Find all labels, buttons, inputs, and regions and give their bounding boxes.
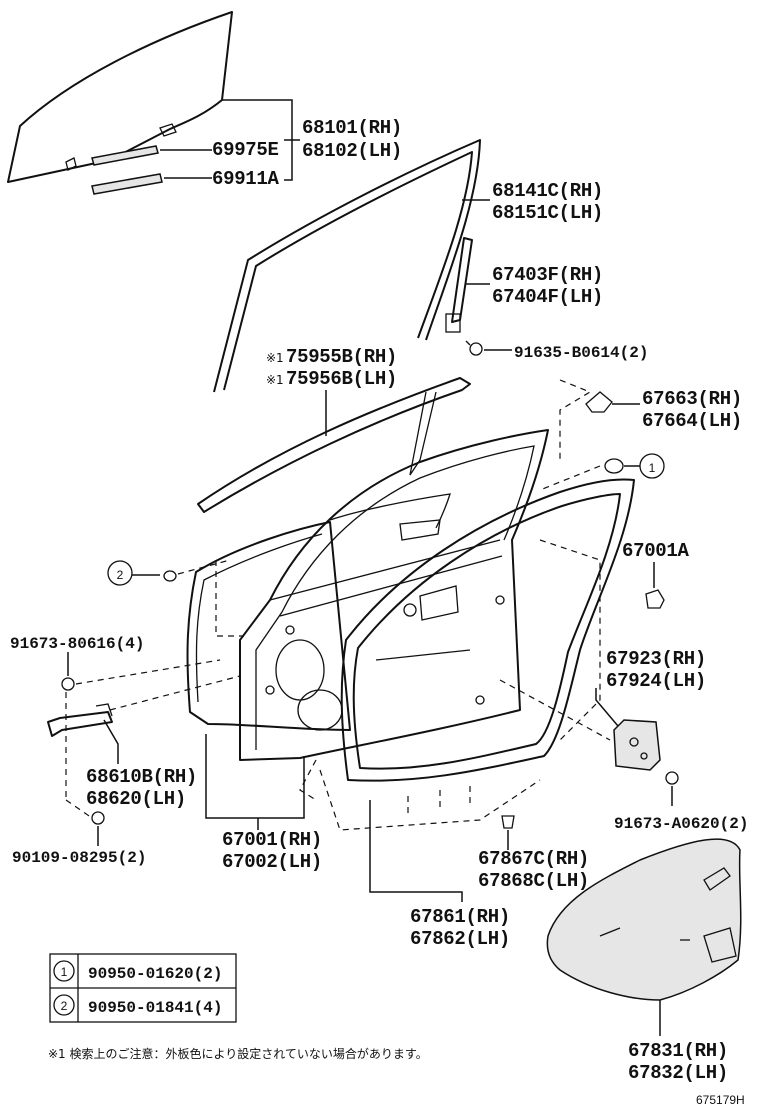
glass-run	[213, 139, 481, 393]
label-67664: 67664(LH)	[642, 410, 742, 432]
label-68620: 68620(LH)	[86, 788, 186, 810]
label-67001: 67001(RH)	[222, 829, 322, 851]
legend-mark-1: 1	[61, 965, 68, 979]
callout-2: 2	[107, 560, 133, 586]
bolt-90109	[91, 811, 105, 825]
legend-row-1: 1 90950-01620(2)	[53, 960, 222, 983]
illustration-code: 675179H	[696, 1093, 745, 1107]
label-67924: 67924(LH)	[606, 670, 706, 692]
mark-1-a: ※1	[266, 351, 284, 365]
label-75955B: 75955B(RH)	[286, 346, 397, 368]
label-67867C: 67867C(RH)	[478, 848, 589, 870]
callout-1-number: 1	[649, 461, 656, 475]
label-67002: 67002(LH)	[222, 851, 322, 873]
label-67663: 67663(RH)	[642, 388, 742, 410]
mark-1-b: ※1	[266, 373, 284, 387]
label-67403F: 67403F(RH)	[492, 264, 603, 286]
label-91673-80616: 91673-80616(4)	[10, 635, 144, 653]
footnote: ※1 検索上のご注意：外板色により設定されていない場合があります。	[48, 1046, 428, 1061]
label-90109: 90109-08295(2)	[12, 849, 146, 867]
label-67862: 67862(LH)	[410, 928, 510, 950]
door-lock	[613, 719, 661, 771]
door-outer-panel	[186, 521, 351, 731]
screw-91673-A0620	[665, 771, 679, 785]
door-inner-frame	[239, 429, 549, 761]
label-67404F: 67404F(LH)	[492, 286, 603, 308]
label-68141C: 68141C(RH)	[492, 180, 603, 202]
screw-91635	[465, 340, 483, 356]
label-68151C: 68151C(LH)	[492, 202, 603, 224]
belt-molding	[197, 377, 471, 513]
label-69911A: 69911A	[212, 168, 280, 190]
label-91635: 91635-B0614(2)	[514, 344, 648, 362]
grommet-2	[163, 570, 177, 582]
division-bar	[445, 237, 473, 333]
glass-channel-lower	[91, 173, 163, 195]
label-67923: 67923(RH)	[606, 648, 706, 670]
label-68101: 68101(RH)	[302, 117, 402, 139]
label-69975E: 69975E	[212, 139, 279, 161]
label-68102: 68102(LH)	[302, 140, 402, 162]
door-check	[47, 703, 113, 737]
legend-part-2: 90950-01841(4)	[88, 999, 222, 1017]
legend-row-2: 2 90950-01841(4)	[53, 994, 222, 1017]
door-weatherstrip	[340, 478, 635, 782]
label-67832: 67832(LH)	[628, 1062, 728, 1084]
legend-part-1: 90950-01620(2)	[88, 965, 222, 983]
label-75956B: 75956B(LH)	[286, 368, 397, 390]
label-67831: 67831(RH)	[628, 1040, 728, 1062]
callout-1: 1	[639, 453, 665, 479]
callout-2-number: 2	[117, 568, 124, 582]
clip-67867C	[501, 815, 515, 829]
label-91673-A0620: 91673-A0620(2)	[614, 815, 748, 833]
grommet-1	[604, 458, 624, 474]
glass-channel-upper	[91, 145, 159, 166]
label-67861: 67861(RH)	[410, 906, 510, 928]
label-67868C: 67868C(LH)	[478, 870, 589, 892]
legend-mark-2: 2	[61, 999, 68, 1013]
bolt-91673-80616	[61, 677, 75, 691]
door-glass	[7, 11, 233, 183]
label-68610B: 68610B(RH)	[86, 766, 197, 788]
clip-67663	[585, 391, 613, 413]
legend-table: 1 90950-01620(2) 2 90950-01841(4)	[49, 953, 237, 1023]
service-hole-cover	[546, 838, 742, 1001]
label-67001A: 67001A	[622, 540, 690, 562]
hole-plug-67001A	[645, 589, 665, 609]
